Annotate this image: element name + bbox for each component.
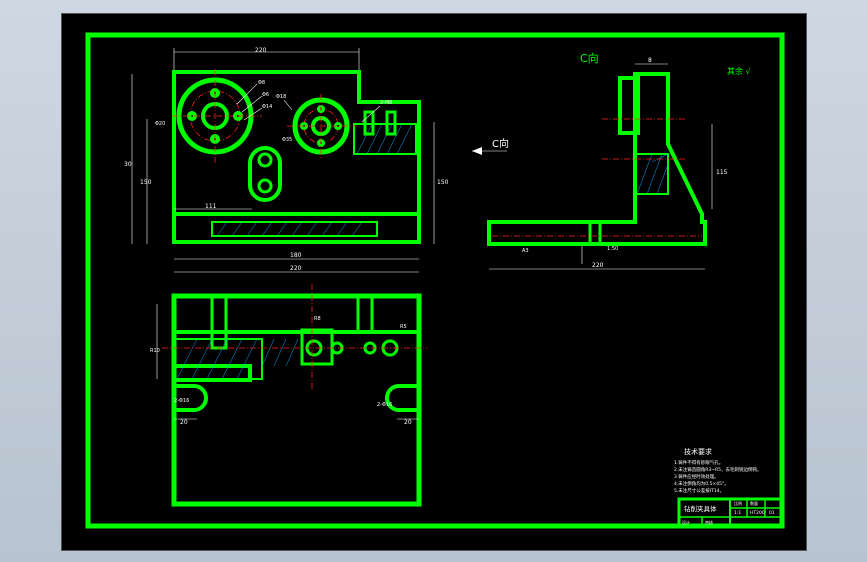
dim-small-3: Φ18 — [276, 94, 286, 100]
dim-small-4: Φ20 — [155, 121, 165, 127]
notes-line-2: 2.未注铸造圆角R3~R5，去毛刺锐边倒钝。 — [674, 466, 762, 473]
title-block-scale: 1:1 — [734, 510, 741, 516]
dim-small-0: Φ8 — [258, 80, 265, 86]
dim-bottom-hole-right: 2-Φ16 — [377, 402, 392, 408]
front-view: 220 30 150 111 180 220 150 2-M8 Φ8 Φ6 Φ1… — [124, 47, 449, 273]
front-section-block — [353, 123, 417, 155]
dim-front-height: 30 — [124, 161, 132, 168]
notes-line-3: 3.铸件应经时效处理。 — [674, 473, 719, 480]
dim-small-10: A3 — [522, 248, 529, 254]
title-cell-3: 数量 — [750, 500, 758, 506]
dim-front-total-1: 180 — [290, 252, 302, 259]
dim-small-1: Φ6 — [262, 92, 269, 98]
dim-side-top: 8 — [648, 57, 652, 64]
dim-side-base: 220 — [592, 262, 604, 269]
dim-bottom-right: 20 — [404, 419, 412, 426]
title-block: 钻削夹具体 1:1 HT200 01 设计 审核 比例 数量 — [677, 497, 784, 528]
c-view-title: C向 — [580, 51, 599, 65]
side-view: C向 8 220 115 A3 1:50 C向 其余 √ — [472, 51, 752, 270]
side-view-boss — [618, 76, 640, 135]
dim-small-5: Φ35 — [282, 137, 292, 143]
dim-small-2: Φ14 — [262, 104, 272, 110]
dim-small-7: R8 — [314, 316, 321, 322]
top-view-section-left — [173, 338, 263, 380]
title-cell-0: 设计 — [682, 519, 690, 525]
dim-front-total-2: 220 — [290, 265, 302, 272]
notes-line-5: 5.未注尺寸公差按IT14。 — [674, 487, 724, 494]
roughness-note: 其余 √ — [727, 66, 752, 76]
dim-front-hole: 2-M8 — [380, 100, 392, 106]
side-view-section — [634, 153, 669, 195]
top-right-slot — [385, 384, 419, 412]
front-view-slot-hatch — [216, 221, 363, 237]
title-cell-1: 审核 — [705, 519, 713, 525]
front-slot-link — [248, 146, 282, 202]
front-view-base — [172, 212, 421, 244]
dim-bottom-hole-left: 2-Φ16 — [174, 398, 189, 404]
drawing-border-outer — [85, 32, 785, 529]
top-view-outline — [171, 293, 422, 507]
dim-small-9: 1:50 — [607, 246, 618, 252]
front-view-slot — [211, 221, 378, 237]
cad-viewport[interactable]: 220 30 150 111 180 220 150 2-M8 Φ8 Φ6 Φ1… — [61, 13, 807, 551]
title-cell-2: 比例 — [734, 500, 742, 506]
top-left-slot — [174, 384, 208, 412]
c-direction-label: C向 — [492, 137, 509, 150]
notes-line-4: 4.未注倒角均为0.5×45°。 — [674, 480, 729, 487]
technical-notes: 技术要求 1.铸件不得有砂眼气孔。 2.未注铸造圆角R3~R5，去毛刺锐边倒钝。… — [674, 447, 762, 494]
title-block-sheet: 01 — [769, 510, 775, 516]
dim-bottom-left: 20 — [180, 419, 188, 426]
title-block-name: 钻削夹具体 — [684, 504, 717, 513]
notes-title: 技术要求 — [684, 447, 712, 456]
side-view-outline — [487, 72, 707, 246]
title-block-material: HT200 — [750, 510, 765, 516]
dim-front-height-2: 150 — [140, 179, 152, 186]
dim-front-side: 150 — [437, 179, 449, 186]
dim-side-height: 115 — [716, 169, 728, 176]
dim-front-base: 111 — [205, 203, 217, 210]
top-view: 20 20 2-Φ16 2-Φ16 R5 R8 R10 — [150, 284, 427, 507]
engineering-drawing: 220 30 150 111 180 220 150 2-M8 Φ8 Φ6 Φ1… — [85, 32, 785, 529]
dim-small-6: R5 — [400, 324, 407, 330]
notes-line-1: 1.铸件不得有砂眼气孔。 — [674, 459, 723, 466]
dim-small-8: R10 — [150, 348, 160, 354]
dim-front-top-width: 220 — [255, 47, 267, 54]
